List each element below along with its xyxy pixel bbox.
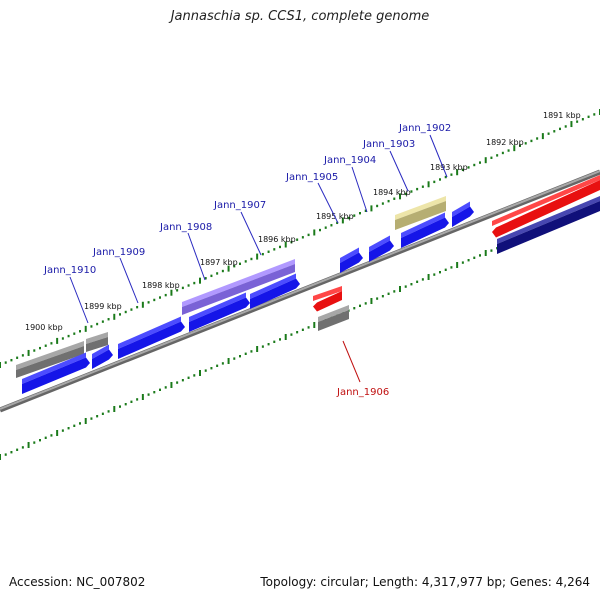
gene-feature-blue-7[interactable]: [369, 240, 394, 263]
gene-label-jann-1904[interactable]: Jann_1904: [323, 155, 376, 166]
connector-jann-1902: [429, 134, 448, 178]
gene-feature-blue-6-top-face: [340, 247, 359, 263]
gene-feature-red-jann-1906[interactable]: [313, 291, 342, 312]
gene-label-jann-1906[interactable]: Jann_1906: [336, 387, 389, 398]
genome-backbone: [0, 169, 600, 413]
gene-label-connectors: [69, 134, 448, 383]
connector-jann-1909: [119, 257, 139, 304]
kbp-label-1896: 1896 kbp: [258, 235, 296, 244]
kbp-label-1897: 1897 kbp: [200, 258, 238, 267]
gene-feature-purple-jann-1907-top-face: [182, 259, 295, 307]
gene-feature-blue-5-top-face: [250, 273, 296, 299]
kbp-label-1900: 1900 kbp: [25, 323, 63, 332]
gene-label-jann-1907[interactable]: Jann_1907: [213, 200, 266, 211]
gene-feature-blue-9-top-face: [452, 201, 470, 217]
gene-feature-red-large[interactable]: [492, 180, 600, 238]
gene-feature-gray-left-a[interactable]: [16, 346, 84, 378]
tick-track-upper: [0, 109, 600, 368]
gene-feature-blue-4-top-face: [189, 292, 246, 322]
gene-feature-gray-left-b[interactable]: [86, 337, 108, 352]
kbp-label-1891: 1891 kbp: [543, 111, 581, 120]
gene-feature-blue-1[interactable]: [22, 357, 90, 395]
gene-features: [16, 175, 600, 394]
gene-feature-blue-4[interactable]: [189, 297, 250, 333]
connector-jann-1903: [389, 150, 409, 192]
gene-feature-purple-jann-1907[interactable]: [182, 264, 295, 315]
accession-text: Accession: NC_007802: [9, 575, 146, 589]
gene-feature-olive-jann-1902[interactable]: [395, 201, 446, 230]
gene-feature-gray-left-b-top-face: [86, 332, 108, 344]
gene-feature-blue-9[interactable]: [452, 206, 474, 228]
gene-feature-gray-right[interactable]: [318, 310, 349, 331]
gene-feature-blue-1-top-face: [22, 352, 86, 384]
connector-jann-1906: [342, 340, 361, 383]
gene-label-jann-1902[interactable]: Jann_1902: [398, 123, 451, 134]
gene-feature-olive-jann-1902-top-face: [395, 196, 446, 220]
gene-feature-blue-3-top-face: [118, 316, 181, 349]
map-title: Jannaschia sp. CCS1, complete genome: [170, 9, 430, 24]
connector-jann-1904: [351, 166, 368, 213]
gene-labels: Jann_1902 Jann_1903 Jann_1904 Jann_1905 …: [43, 123, 451, 398]
gene-feature-navy-large[interactable]: [497, 201, 600, 254]
connector-jann-1905: [317, 182, 339, 224]
gene-feature-blue-6[interactable]: [340, 252, 363, 274]
gene-feature-blue-8-top-face: [401, 212, 445, 238]
gene-label-jann-1903[interactable]: Jann_1903: [362, 139, 415, 150]
gene-label-jann-1909[interactable]: Jann_1909: [92, 247, 145, 258]
gene-feature-red-jann-1906-top-face: [313, 286, 342, 301]
genome-summary-text: Topology: circular; Length: 4,317,977 bp…: [260, 575, 590, 589]
kbp-label-1892: 1892 kbp: [486, 138, 524, 147]
gene-feature-navy-large-top-face: [497, 196, 600, 244]
gene-feature-blue-3[interactable]: [118, 321, 185, 360]
gene-feature-blue-8[interactable]: [401, 217, 449, 249]
connector-jann-1910: [69, 276, 89, 324]
gene-feature-blue-2[interactable]: [92, 349, 113, 370]
gene-feature-red-large-top-face: [492, 175, 600, 226]
kbp-label-1899: 1899 kbp: [84, 302, 122, 311]
gene-feature-blue-2-top-face: [92, 344, 109, 359]
gene-label-jann-1910[interactable]: Jann_1910: [43, 265, 96, 276]
gene-feature-gray-left-a-top-face: [16, 341, 84, 370]
gene-feature-blue-7-top-face: [369, 235, 390, 252]
gene-label-jann-1905[interactable]: Jann_1905: [285, 172, 338, 183]
gene-label-jann-1908[interactable]: Jann_1908: [159, 222, 212, 233]
gene-feature-gray-right-top-face: [318, 305, 349, 322]
kbp-label-1893: 1893 kbp: [430, 163, 468, 172]
kbp-label-1898: 1898 kbp: [142, 281, 180, 290]
gene-feature-blue-5[interactable]: [250, 278, 300, 310]
connector-jann-1908: [187, 232, 206, 281]
kbp-label-1894: 1894 kbp: [373, 188, 411, 197]
connector-jann-1907: [240, 211, 262, 256]
